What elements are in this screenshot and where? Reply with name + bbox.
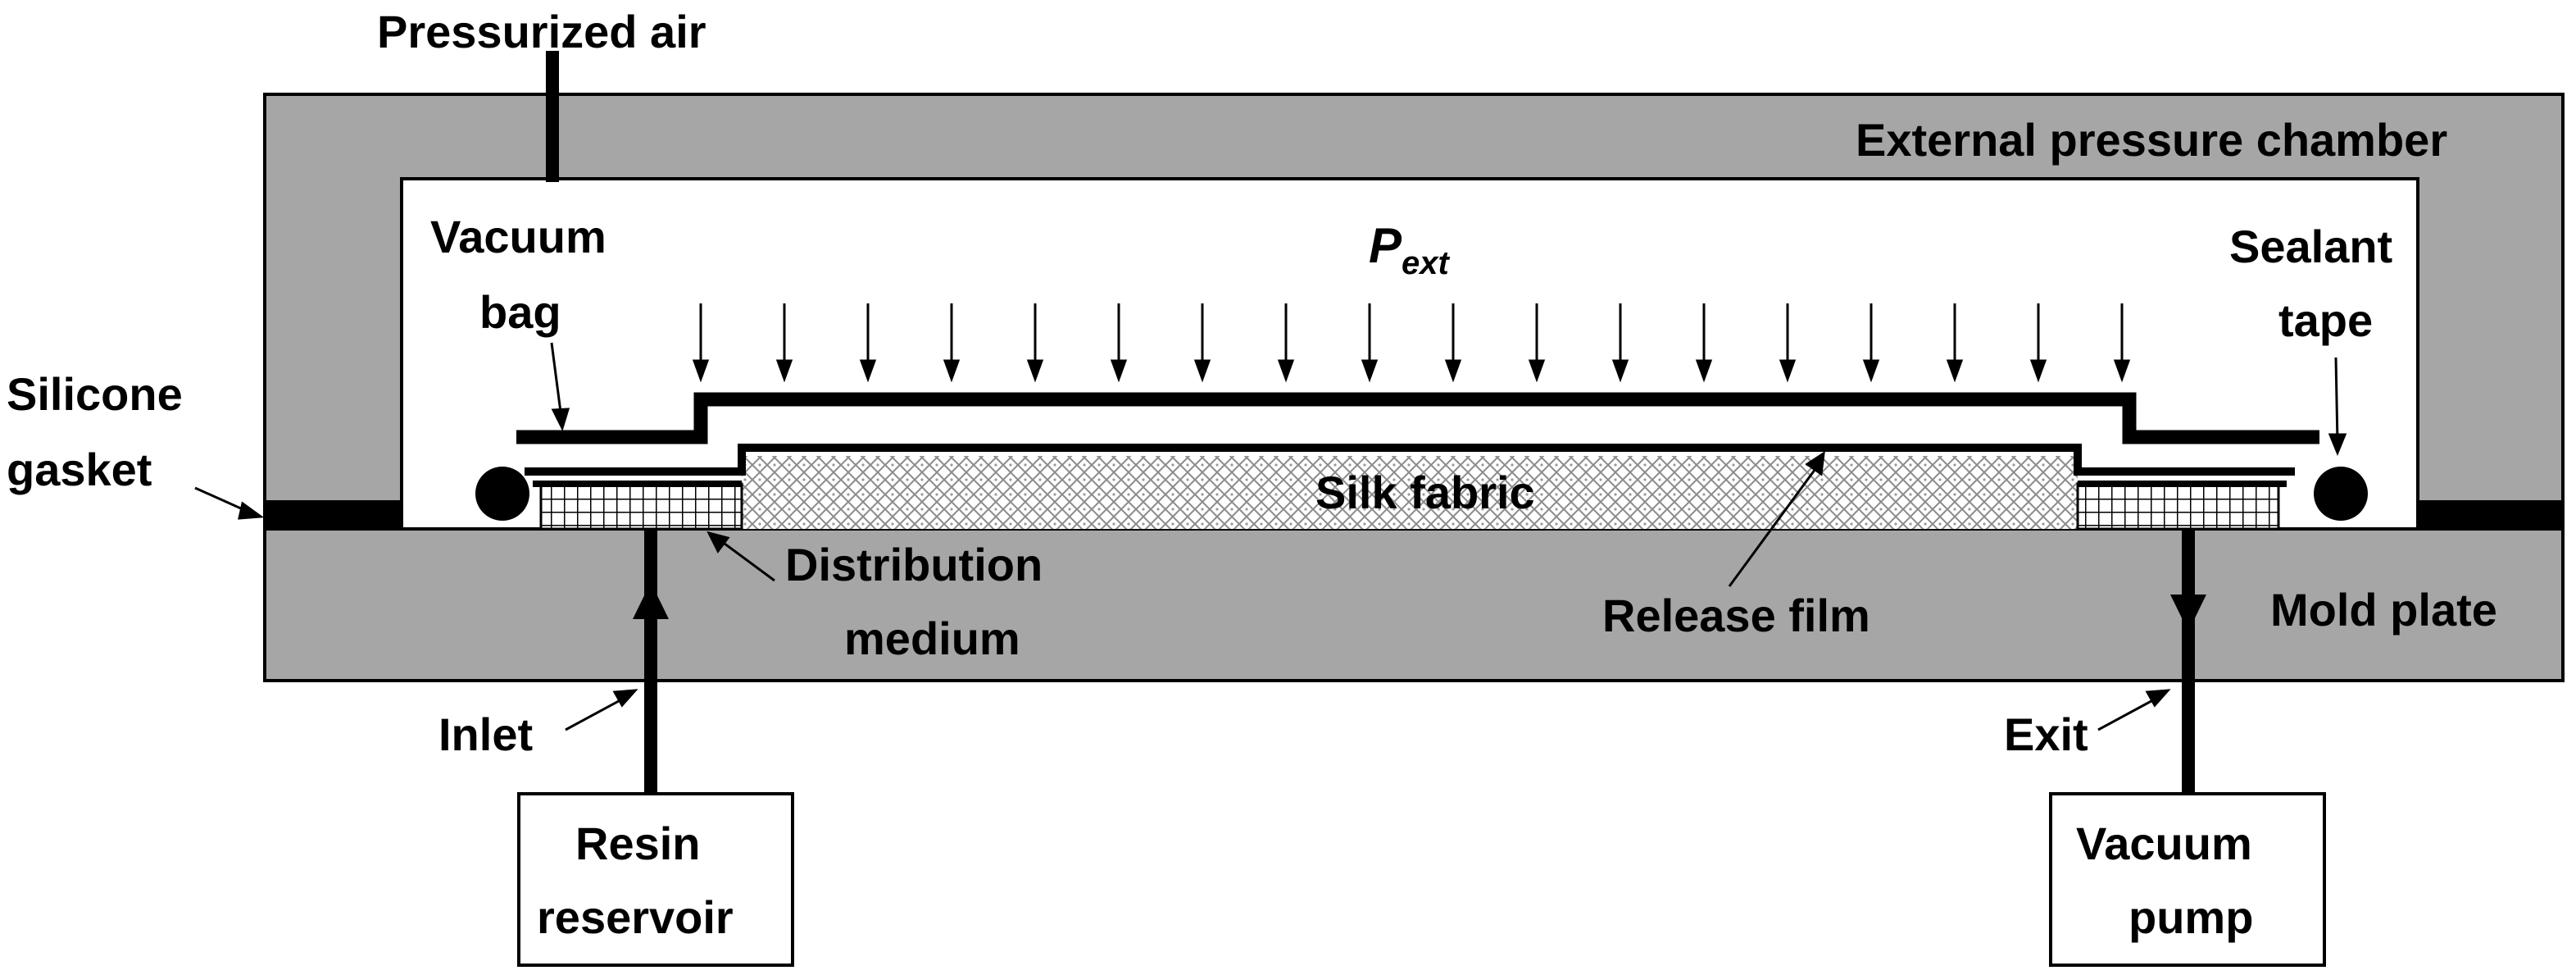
mold-plate-label: Mold plate — [2270, 584, 2497, 636]
vacuum-pump-label-line2: pump — [2128, 891, 2253, 943]
sealant-tape-label-line1: Sealant — [2229, 221, 2392, 272]
vacuum-bag-label-line2: bag — [479, 286, 561, 338]
distribution-medium-label-line1: Distribution — [785, 539, 1043, 590]
inlet-label: Inlet — [438, 708, 533, 760]
sealant-tape-label-line2: tape — [2278, 294, 2373, 346]
exit-label: Exit — [2004, 708, 2088, 760]
release-film — [525, 444, 2295, 476]
inlet-arrow-icon — [633, 582, 669, 619]
pointer-arrows — [194, 342, 2347, 731]
silicone-gasket-left — [265, 500, 402, 529]
resin-reservoir-label-line2: reservoir — [537, 891, 734, 943]
inlet-pipe — [644, 529, 657, 795]
distribution-medium-left — [539, 482, 743, 531]
distribution-medium-right — [2076, 482, 2280, 531]
resin-reservoir-label-line1: Resin — [575, 818, 701, 869]
resin-reservoir-box — [517, 792, 794, 967]
silk-fabric — [742, 456, 2078, 529]
pressurized-air-label: Pressurized air — [377, 6, 706, 57]
vacuum-bag — [516, 392, 2319, 444]
distribution-medium-label-line2: medium — [844, 613, 1020, 664]
exit-pipe — [2182, 529, 2195, 795]
p-ext-label: Pext — [1369, 218, 1451, 281]
sealant-tape-right — [2314, 467, 2368, 521]
vacuum-pump-box — [2049, 792, 2326, 967]
external-pressure-chamber-label: External pressure chamber — [1856, 114, 2447, 166]
vacuum-bag-label-line1: Vacuum — [430, 211, 607, 262]
release-film-label: Release film — [1602, 590, 1870, 641]
mold-plate — [263, 527, 2565, 682]
silicone-gasket-label-line2: gasket — [7, 444, 152, 495]
exit-arrow-icon — [2170, 595, 2206, 631]
sealant-tape-left — [475, 467, 529, 521]
p-ext-sub: ext — [1402, 245, 1450, 281]
silicone-gasket-right — [2418, 500, 2563, 529]
pressure-arrows — [692, 303, 2131, 383]
silicone-gasket-label-line1: Silicone — [7, 368, 183, 420]
vacuum-pump-label-line1: Vacuum — [2076, 818, 2252, 869]
pressurized-air-pipe — [546, 51, 559, 182]
p-ext-main: P — [1369, 218, 1402, 273]
silk-fabric-label: Silk fabric — [1315, 467, 1535, 518]
